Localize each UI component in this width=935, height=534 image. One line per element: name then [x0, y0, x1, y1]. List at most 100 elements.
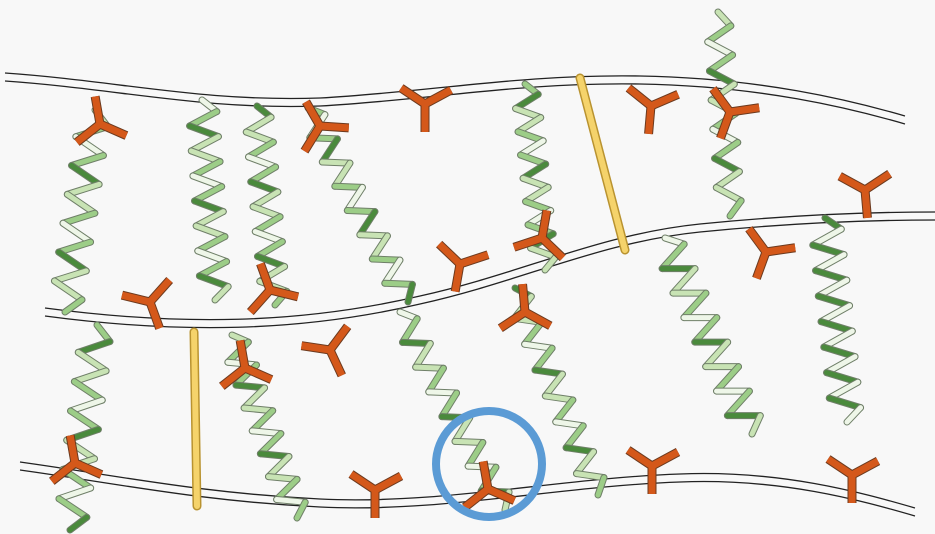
- chain-segment: [810, 242, 847, 258]
- highlight-circle: [432, 407, 546, 521]
- chain-segment: [405, 281, 415, 305]
- chain-segment: [670, 266, 698, 296]
- boundary-lines: [4, 72, 935, 517]
- y-arm: [645, 105, 655, 135]
- chain-segment: [56, 249, 89, 274]
- chain-segment: [532, 367, 565, 377]
- chain-segment: [465, 440, 486, 469]
- y-shape: [625, 84, 680, 135]
- chain-segment: [243, 114, 274, 135]
- chain-segment: [515, 115, 544, 135]
- chain-segment: [243, 129, 276, 145]
- chain-segment: [190, 159, 223, 179]
- chain-segment: [532, 345, 555, 373]
- y-shape: [246, 262, 300, 316]
- boundary-line-2-lower: [44, 219, 935, 329]
- y-arm: [247, 287, 273, 315]
- chain-segment: [542, 254, 559, 273]
- y-arm: [861, 189, 871, 219]
- y-arm: [327, 324, 351, 353]
- y-arm: [301, 124, 323, 153]
- y-arm: [436, 241, 463, 267]
- chain-segment: [595, 475, 607, 498]
- chain-segment: [255, 239, 285, 259]
- chain-segment: [192, 198, 226, 215]
- chain-segment: [844, 405, 864, 425]
- zigzag-chain: [186, 96, 232, 304]
- chain-segment: [749, 413, 763, 437]
- chain-segment: [195, 234, 228, 254]
- chain-segment: [255, 253, 288, 270]
- rods: [189, 73, 630, 511]
- y-arm: [121, 291, 151, 306]
- chain-segment: [523, 184, 551, 205]
- chain-segment: [563, 423, 586, 451]
- chain-segment: [294, 499, 308, 521]
- y-arm: [486, 485, 516, 504]
- chain-segment: [56, 496, 90, 520]
- chain-segment: [357, 209, 378, 238]
- chain-segment: [810, 226, 844, 248]
- chain-segment: [64, 191, 98, 216]
- chain-segment: [193, 223, 228, 240]
- chain-segment: [400, 339, 433, 347]
- y-arm: [236, 339, 249, 369]
- chain-segment: [68, 397, 105, 414]
- y-arm: [98, 120, 128, 139]
- chain-segment: [815, 277, 850, 299]
- chain-segment: [528, 245, 559, 260]
- chain-segment: [51, 278, 85, 303]
- y-shape: [348, 470, 404, 518]
- chain-segment: [250, 204, 283, 220]
- y-arm: [458, 251, 490, 268]
- y-arm: [423, 86, 453, 108]
- y-arm: [649, 91, 680, 110]
- chain-segment: [250, 189, 281, 210]
- y-arm: [863, 170, 892, 193]
- chain-segment: [241, 405, 276, 414]
- chain-segment: [824, 370, 861, 385]
- y-shape: [462, 460, 517, 511]
- y-arm: [729, 104, 760, 116]
- chain-segment: [553, 397, 576, 425]
- y-shape: [625, 446, 681, 494]
- chain-segment: [426, 365, 446, 395]
- chain-segment: [252, 214, 283, 235]
- y-arm: [257, 262, 274, 292]
- y-arm: [626, 447, 654, 469]
- zigzag-chain: [55, 321, 114, 534]
- chain-segment: [382, 257, 403, 286]
- chain-segment: [813, 252, 847, 274]
- chain-segment: [249, 428, 284, 437]
- chain-segment: [426, 389, 460, 396]
- chain-segment: [246, 154, 279, 170]
- chain-segment: [705, 39, 736, 58]
- chain-segment: [188, 134, 221, 154]
- y-shape: [825, 455, 881, 503]
- chain-segment: [60, 210, 98, 226]
- y-arm: [765, 244, 796, 256]
- chain-segment: [703, 339, 731, 370]
- y-arm: [373, 472, 403, 494]
- y-arm: [462, 486, 491, 511]
- y-shape: [436, 240, 490, 293]
- y-arm: [399, 85, 427, 107]
- chain-segment: [542, 393, 576, 403]
- chain-segment: [233, 382, 268, 391]
- y-arm: [73, 459, 103, 478]
- chain-segment: [190, 173, 225, 190]
- chain-segment: [815, 293, 853, 309]
- y-arm: [717, 110, 734, 140]
- chain-segment: [513, 106, 544, 121]
- y-arm: [66, 434, 79, 464]
- chain-segment: [818, 303, 853, 325]
- y-arm: [850, 457, 880, 479]
- y-arm: [243, 364, 273, 383]
- chain-segment: [400, 316, 420, 345]
- chain-segment: [196, 259, 230, 279]
- chain-segment: [75, 349, 109, 374]
- y-arm: [219, 365, 248, 390]
- chain-segment: [248, 164, 279, 185]
- chain-segment: [724, 388, 752, 419]
